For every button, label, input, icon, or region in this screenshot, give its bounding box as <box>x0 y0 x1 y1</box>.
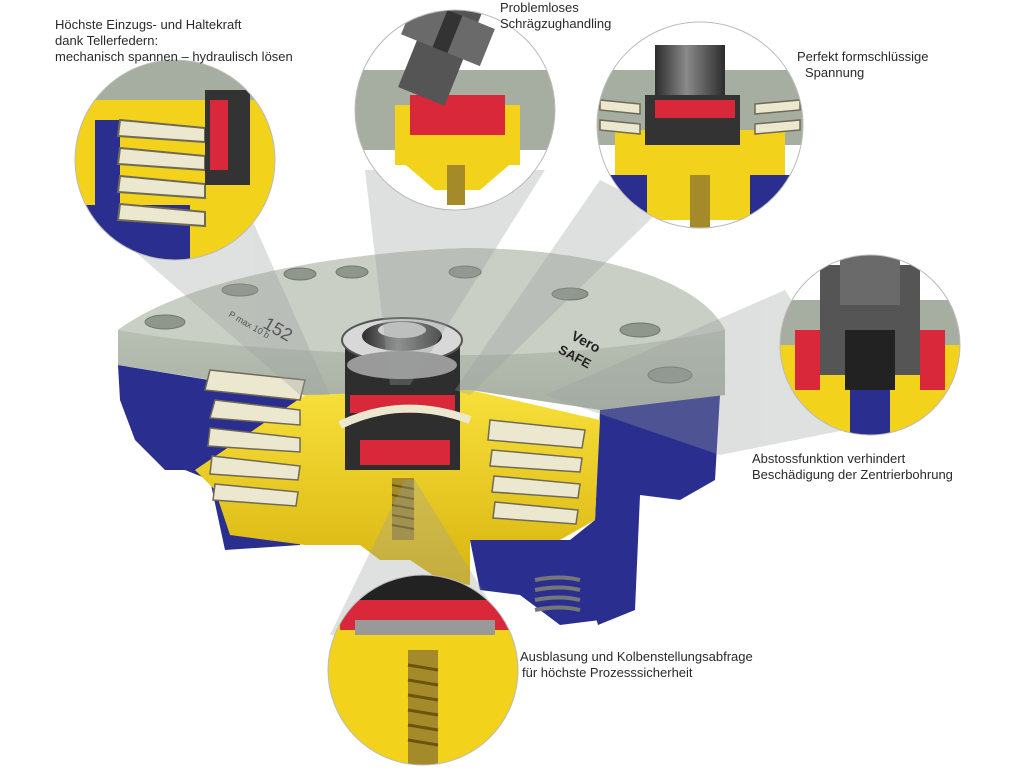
callout-disc-springs: Höchste Einzugs- und Haltekraft dank Tel… <box>55 17 293 65</box>
main-body: 152 P max 10 b Vero SAFE <box>118 248 725 625</box>
callout-oblique-pull: Problemloses Schrägzughandling <box>500 0 611 32</box>
bolt-holes <box>144 265 693 384</box>
detail-blow-out <box>327 574 519 766</box>
callout-form-fit: Perfekt formschlüssige Spannung <box>797 49 929 81</box>
callout-line: Höchste Einzugs- und Haltekraft <box>55 17 242 32</box>
bolt-hole <box>551 287 589 301</box>
sensor-spring <box>534 575 581 612</box>
detail-oblique-pull <box>354 9 556 211</box>
callout-line: für höchste Prozesssicherheit <box>522 665 693 680</box>
bolt-hole <box>283 267 317 281</box>
bolt-hole <box>335 265 369 279</box>
beam-top-right <box>455 180 660 395</box>
callout-blow-out: Ausblasung und Kolbenstellungsabfrage fü… <box>520 649 753 681</box>
bolt-hole <box>647 366 693 384</box>
bolt-hole <box>619 322 661 338</box>
clamping-bush <box>338 317 472 470</box>
callout-line: Spannung <box>805 65 865 80</box>
callout-line: Schrägzughandling <box>500 16 612 31</box>
callout-line: Ausblasung und Kolbenstellungsabfrage <box>520 649 753 664</box>
bolt-hole <box>221 283 259 297</box>
detail-form-fit <box>596 21 804 229</box>
detail-disc-springs <box>74 59 276 261</box>
bolt-hole <box>448 265 482 279</box>
callout-line: dank Tellerfedern: <box>55 33 159 48</box>
callout-line: Abstossfunktion verhindert <box>752 451 906 466</box>
callout-line: Perfekt formschlüssige <box>797 49 929 64</box>
beam-top-center <box>365 170 545 385</box>
bolt-hole <box>144 314 186 330</box>
detail-push-off <box>779 254 961 436</box>
housing-lower-right <box>470 540 600 625</box>
housing-right <box>570 395 720 625</box>
callout-line: Beschädigung der Zentrierbohrung <box>752 467 953 482</box>
callout-line: mechanisch spannen – hydraulisch lösen <box>55 49 293 64</box>
flange-top-face <box>118 248 725 355</box>
disc-springs-right <box>487 419 586 525</box>
projection-beams <box>110 170 870 635</box>
callout-push-off: Abstossfunktion verhindert Beschädigung … <box>752 451 953 483</box>
callout-line: Problemloses <box>500 0 579 15</box>
disc-springs-left <box>204 369 306 507</box>
threaded-stem <box>392 478 414 540</box>
